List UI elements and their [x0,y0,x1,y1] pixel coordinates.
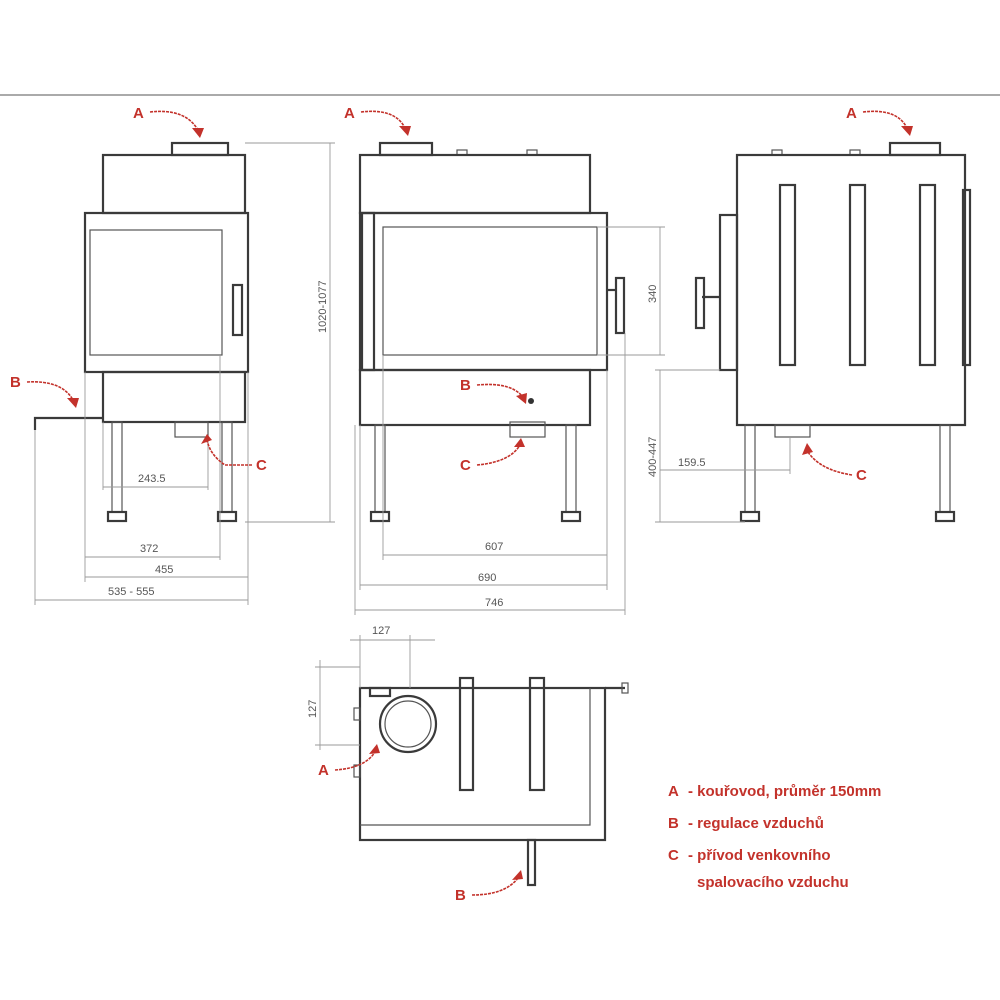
dim-left-offset: 243.5 [138,473,166,485]
dim-glass-height: 340 [647,285,659,303]
dim-front-746: 746 [485,597,503,609]
dim-height-total: 1020-1077 [317,280,329,333]
marker-b-front: B [460,377,471,394]
marker-c-front: C [460,457,471,474]
marker-c-right: C [856,467,867,484]
legend-text-c: - přívod venkovního [688,847,831,864]
marker-b-left: B [10,374,21,391]
marker-c-left: C [256,457,267,474]
marker-a-front: A [344,105,355,122]
dim-left-455: 455 [155,564,173,576]
marker-a-top: A [318,762,329,779]
legend-key-b: B [668,815,679,832]
dim-top-127-y: 127 [307,700,319,718]
legend-key-c: C [668,847,679,864]
dim-left-372: 372 [140,543,158,555]
top-view: 127 127 A B [307,625,629,904]
front-view: 340 607 690 746 A B C [344,105,665,615]
dim-top-127-x: 127 [372,625,390,637]
dim-front-607: 607 [485,541,503,553]
legend-text-b: - regulace vzduchů [688,815,824,832]
legend: A - kouřovod, průměr 150mm B - regulace … [668,783,881,891]
legend-text-a: - kouřovod, průměr 150mm [688,783,881,800]
marker-a-right: A [846,105,857,122]
dim-leg-height: 400-447 [647,437,659,477]
side-view-left: 1020-1077 243.5 372 455 535 - 555 A B C [10,105,335,605]
dim-left-width: 535 - 555 [108,586,154,598]
marker-b-top: B [455,887,466,904]
dim-side-offset: 159.5 [678,457,706,469]
dim-front-690: 690 [478,572,496,584]
legend-key-a: A [668,783,679,800]
marker-a-left: A [133,105,144,122]
side-view-right: 400-447 159.5 A C [647,105,972,523]
legend-text-c-cont: spalovacího vzduchu [697,874,849,891]
